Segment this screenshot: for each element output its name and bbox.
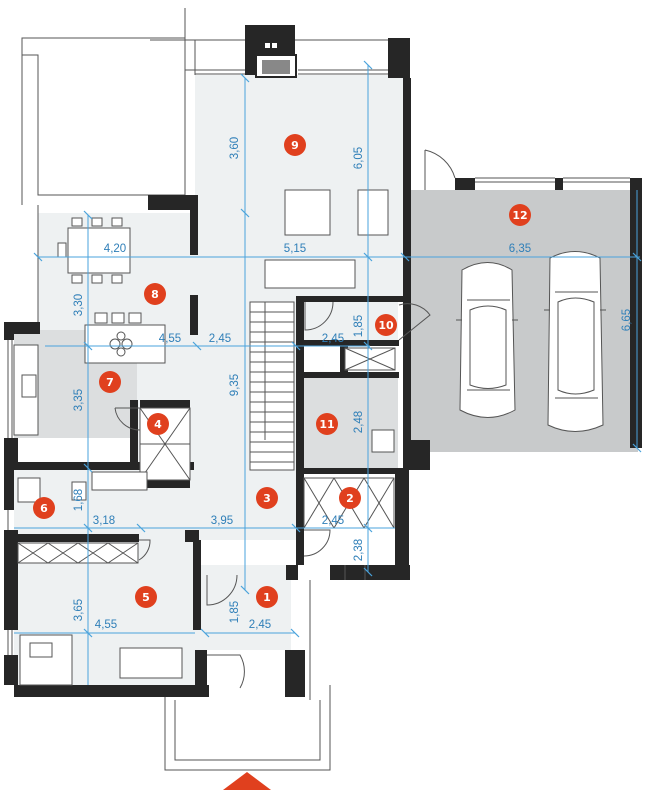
- armchair: [357, 189, 389, 236]
- dimension-label: 5,15: [284, 243, 306, 255]
- car-icon: [456, 262, 518, 418]
- dimension-label: 1,85: [353, 315, 365, 337]
- dimension-label: 4,20: [104, 243, 126, 255]
- terraces: [21, 8, 388, 771]
- room-marker-2: 2: [339, 487, 361, 509]
- svg-text:10: 10: [378, 319, 394, 332]
- svg-text:12: 12: [512, 209, 527, 222]
- dimension-label: 3,95: [211, 515, 233, 527]
- sofa: [264, 259, 356, 289]
- svg-text:9: 9: [291, 139, 299, 152]
- room-marker-1: 1: [256, 586, 278, 608]
- svg-text:6: 6: [40, 502, 48, 515]
- dimension-label: 4,55: [159, 333, 181, 345]
- room-markers: 1 2 3 4 5 6 7 8 9 10 11 12: [33, 134, 531, 608]
- svg-text:3: 3: [263, 492, 271, 505]
- room-marker-8: 8: [144, 283, 166, 305]
- dimension-label: 1,85: [229, 601, 241, 623]
- dimension-label: 2,45: [249, 619, 271, 631]
- dimension-label: 4,55: [95, 619, 117, 631]
- svg-text:1: 1: [263, 591, 271, 604]
- dimension-label: 2,45: [322, 515, 344, 527]
- dimension-labels: 3,60 6,05 4,20 5,15 6,35 3,30 6,65 4,55 …: [73, 137, 633, 631]
- room-marker-11: 11: [316, 413, 338, 435]
- kitchen-island: [84, 324, 166, 364]
- dimension-label: 6,05: [353, 147, 365, 169]
- room-marker-12: 12: [509, 204, 531, 226]
- room-marker-3: 3: [256, 487, 278, 509]
- room-marker-6: 6: [33, 497, 55, 519]
- room-marker-5: 5: [135, 586, 157, 608]
- dimension-label: 2,45: [322, 333, 344, 345]
- dimension-label: 6,35: [509, 243, 531, 255]
- dimension-label: 3,65: [73, 599, 85, 621]
- entrance-arrow-icon: [223, 772, 271, 790]
- room-marker-4: 4: [147, 413, 169, 435]
- room-marker-7: 7: [99, 371, 121, 393]
- svg-text:4: 4: [154, 418, 162, 431]
- dimension-label: 3,35: [73, 389, 85, 411]
- dimension-label: 3,30: [73, 294, 85, 316]
- car-icon: [544, 251, 606, 432]
- svg-text:8: 8: [151, 288, 159, 301]
- svg-text:5: 5: [142, 591, 150, 604]
- svg-text:2: 2: [346, 492, 354, 505]
- dimension-label: 3,60: [229, 137, 241, 159]
- svg-text:11: 11: [319, 418, 334, 431]
- dimension-label: 2,38: [353, 539, 365, 561]
- doors: [114, 149, 456, 689]
- coffee-table: [284, 189, 331, 236]
- dimension-label: 2,48: [353, 411, 365, 433]
- furniture: [13, 189, 396, 686]
- room-marker-10: 10: [375, 314, 397, 336]
- stairs-icon: [249, 301, 295, 471]
- dimension-label: 1,68: [73, 489, 85, 511]
- dimension-lines: [14, 60, 642, 685]
- room-marker-9: 9: [284, 134, 306, 156]
- windows: [7, 69, 630, 655]
- svg-text:7: 7: [106, 376, 114, 389]
- dimension-label: 9,35: [229, 374, 241, 396]
- dining-table: [67, 227, 131, 274]
- fireplace-icon: [255, 43, 297, 78]
- dimension-label: 2,45: [209, 333, 231, 345]
- dimension-label: 3,18: [93, 515, 115, 527]
- office-sofa: [119, 647, 183, 679]
- garage-floor: [408, 190, 638, 452]
- dimension-label: 6,65: [621, 309, 633, 331]
